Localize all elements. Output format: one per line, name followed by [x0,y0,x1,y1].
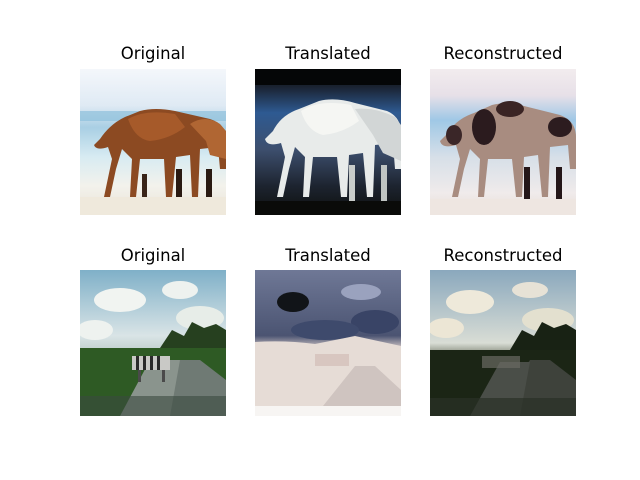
panel-title-translated-2: Translated [285,246,371,265]
reconstructed-road-scene-photo [430,270,576,416]
reconstructed-horses-photo [430,69,576,215]
panel-title-translated-1: Translated [285,44,371,63]
panel-title-original-1: Original [120,44,186,63]
image-reconstructed-horses [430,69,576,215]
image-reconstructed-road [430,270,576,416]
panel-title-original-2: Original [120,246,186,265]
horses-on-beach-photo [80,69,226,215]
image-translated-horses [255,69,401,215]
panel-title-reconstructed-1: Reconstructed [443,44,563,63]
zebra-shape [132,356,170,382]
zebra-on-road-photo [80,270,226,416]
image-translated-road [255,270,401,416]
image-original-horses [80,69,226,215]
image-original-zebra [80,270,226,416]
translated-road-scene-photo [255,270,401,416]
white-horses-dark-background-photo [255,69,401,215]
panel-title-reconstructed-2: Reconstructed [443,246,563,265]
